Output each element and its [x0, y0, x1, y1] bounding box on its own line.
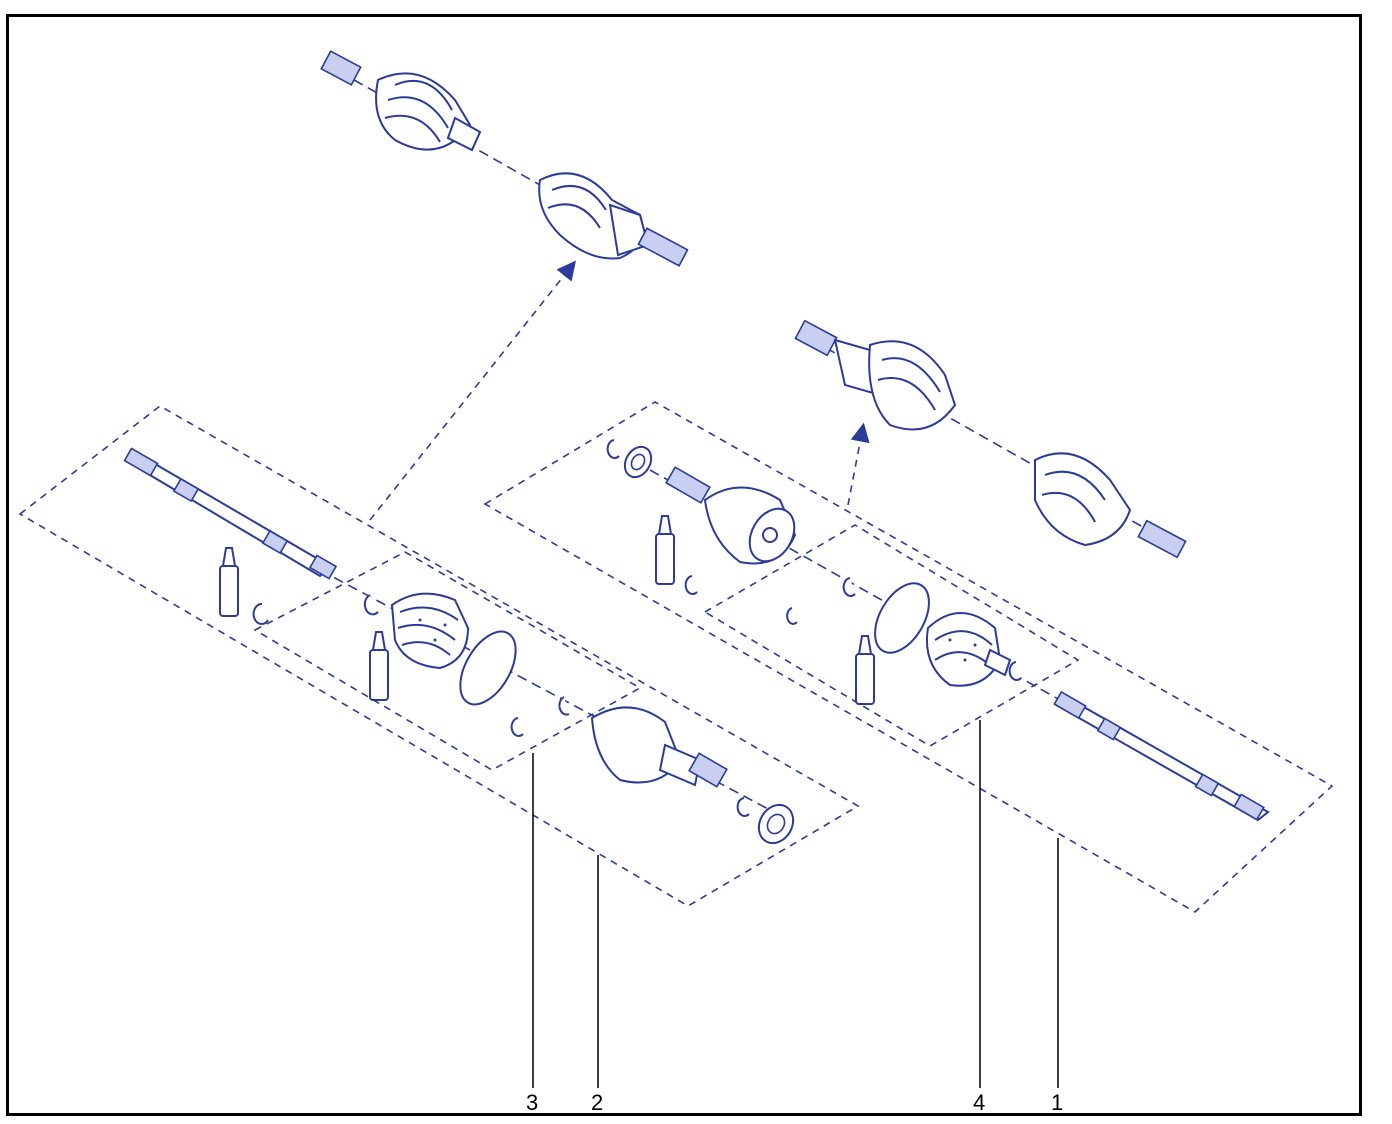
- clamp-ring-right: [874, 582, 930, 654]
- circlip-right-1: [606, 439, 620, 459]
- left-group-outline: [18, 405, 860, 907]
- circlip-left-5: [736, 797, 750, 817]
- circlip-right-3: [786, 607, 798, 625]
- callout-1: 1: [1051, 1090, 1063, 1115]
- arrow-to-right-shaft: [847, 422, 870, 506]
- assembled-shaft-right: [794, 319, 1187, 559]
- circlip-left-1: [252, 602, 269, 625]
- callout-4: 4: [973, 1090, 985, 1115]
- circlip-left-4: [558, 696, 570, 716]
- clamp-ring-left: [459, 630, 517, 706]
- callout-3: 3: [526, 1090, 538, 1115]
- grease-tube-left-2: [369, 631, 389, 701]
- right-inner-shaft: [1053, 690, 1270, 822]
- circlip-right-4: [842, 577, 856, 597]
- circlip-right-5: [1008, 661, 1022, 681]
- cv-joint-left: [590, 706, 728, 788]
- circlip-left-2: [363, 594, 379, 616]
- boot-left: [390, 592, 470, 670]
- assembled-shaft-left: [320, 50, 689, 267]
- boot-right: [926, 612, 1012, 687]
- callout-2: 2: [591, 1090, 603, 1115]
- right-group-outline: [483, 401, 1334, 913]
- circlip-right-2: [684, 575, 698, 595]
- cv-joint-right: [649, 466, 1061, 701]
- grease-tube-left-1: [219, 547, 239, 617]
- grease-tube-right-1: [655, 515, 675, 585]
- left-inner-shaft: [123, 447, 771, 811]
- grease-tube-right-2: [855, 635, 875, 705]
- circlip-left-3: [510, 717, 524, 737]
- arrow-to-left-shaft: [369, 260, 576, 521]
